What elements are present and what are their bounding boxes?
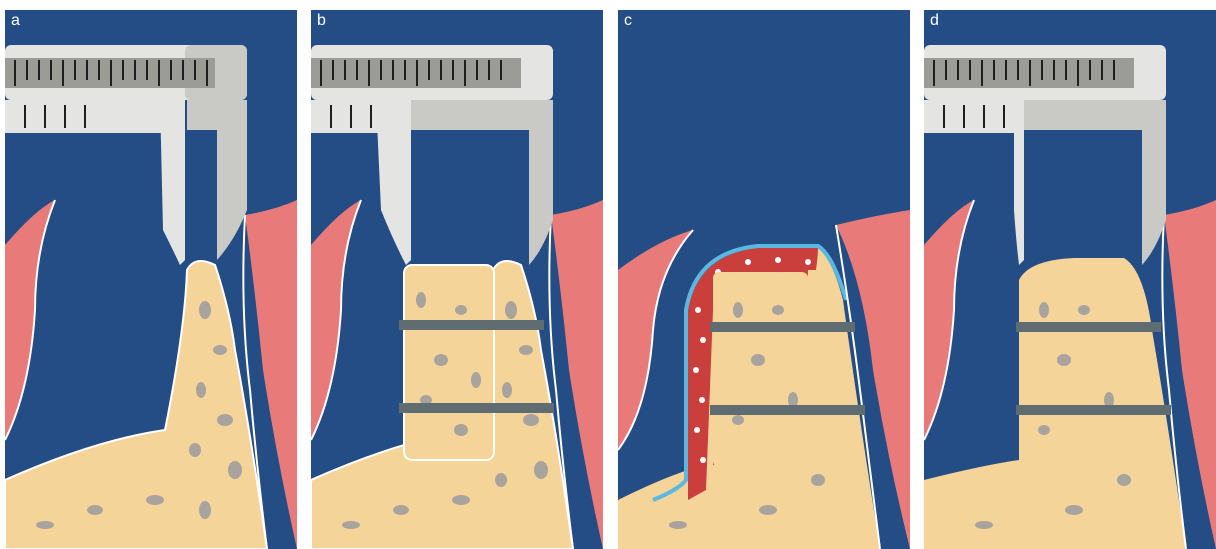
block-graft xyxy=(713,272,808,467)
panel-b: b xyxy=(311,10,603,549)
panel-c: c xyxy=(618,10,910,549)
fixation-screw xyxy=(710,322,855,332)
fixation-screw xyxy=(399,320,544,330)
panel-d-illustration xyxy=(924,10,1216,549)
fixation-screw xyxy=(710,405,865,415)
panel-b-illustration xyxy=(311,10,603,549)
fixation-screw xyxy=(1016,405,1171,415)
fixation-screw xyxy=(1016,322,1161,332)
block-graft xyxy=(404,265,494,460)
panel-label: c xyxy=(624,12,632,30)
fixation-screw xyxy=(399,403,554,413)
panel-c-illustration xyxy=(618,10,910,549)
panel-label: b xyxy=(317,12,326,30)
panel-label: d xyxy=(930,12,939,30)
panel-a-illustration xyxy=(5,10,297,549)
panel-a: a xyxy=(5,10,297,549)
panel-d: d xyxy=(924,10,1216,549)
panel-label: a xyxy=(11,12,20,30)
